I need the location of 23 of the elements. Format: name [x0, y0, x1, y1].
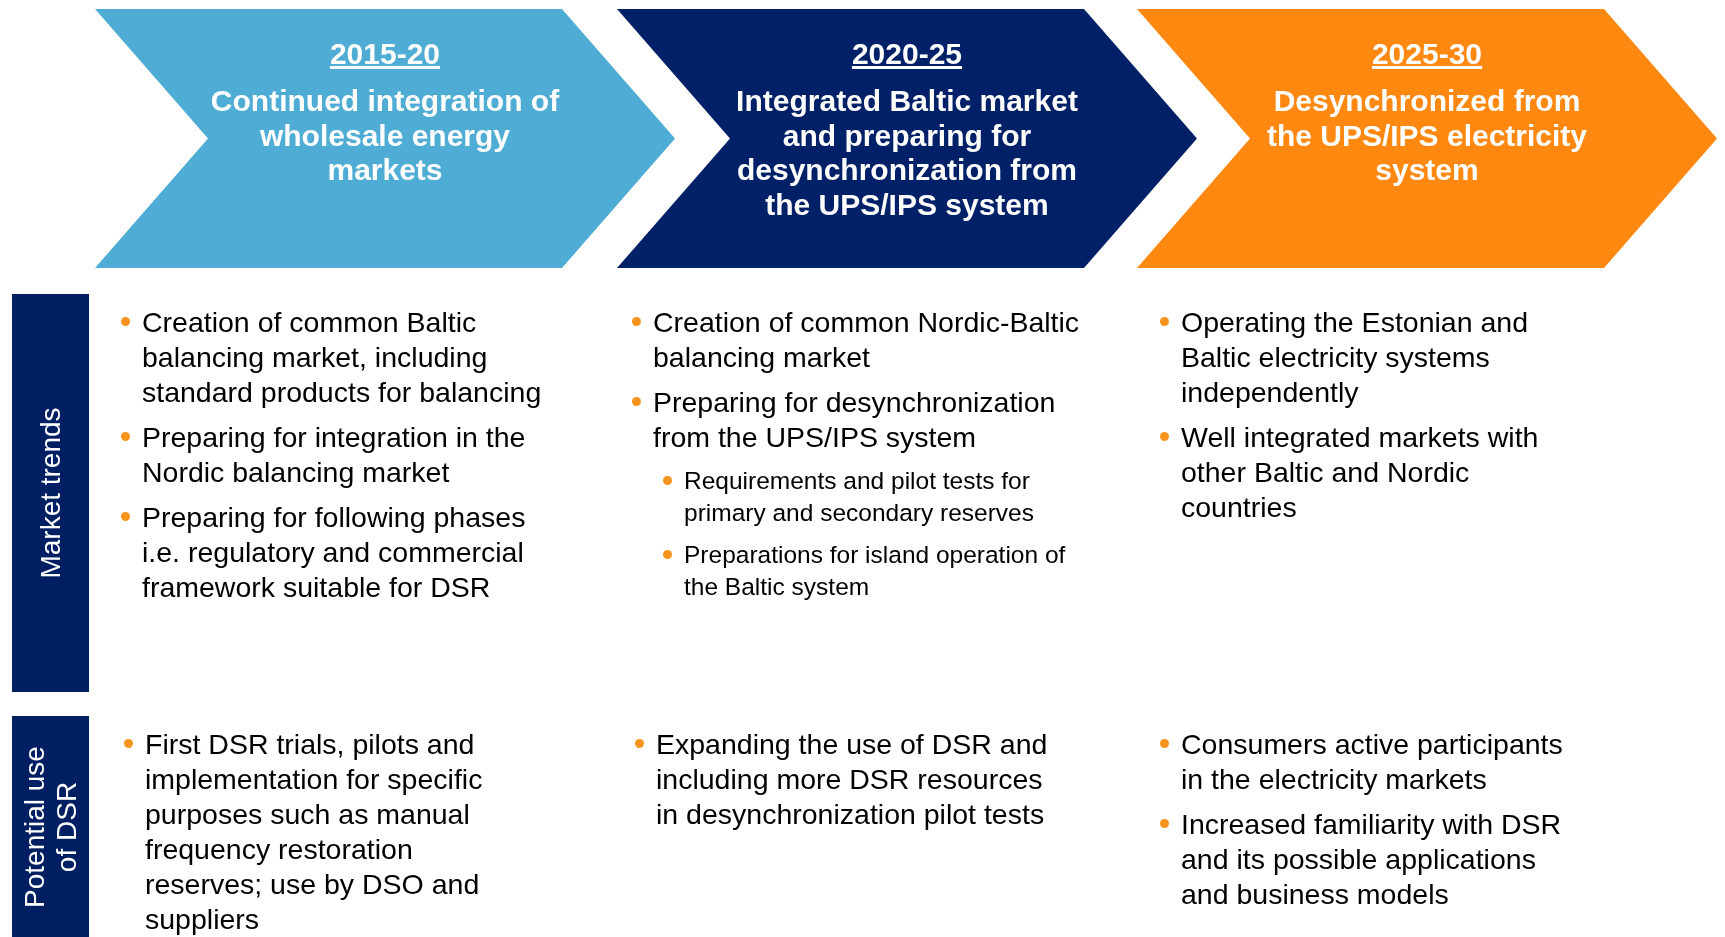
bullet-text: Preparing for desynchronization from the UPS/IPS system — [653, 385, 1057, 455]
period-heading: 2015-20 — [328, 37, 442, 71]
bullet-text: Creation of common Baltic balancing market, including standard products for balancing — [142, 305, 543, 410]
bullet-text: Expanding the use of DSR and including more DSR resources in desynchronization pilot tests — [656, 727, 1049, 832]
bullet-text: Well integrated markets with other Baltic and Nordic countries — [1181, 420, 1540, 525]
row-header-text: Market trends — [34, 406, 67, 581]
row-header-band — [12, 716, 89, 937]
bullet-text: Preparing for integration in the Nordic balancing market — [142, 420, 527, 490]
period-heading: 2020-25 — [850, 37, 964, 71]
bullet-text: Preparing for following phases i.e. regulatory and commercial framework suitable for DSR — [142, 500, 527, 605]
row-header-text: Potential use of DSR — [18, 744, 83, 910]
bullet-text: Preparations for island operation of the Baltic system — [684, 540, 1067, 602]
bullet-text: First DSR trials, pilots and implementation for specific purposes such as manual frequency restoration reserves; use by DSO and suppliers — [145, 727, 484, 937]
phase-title: Continued integration of wholesale energy markets — [209, 84, 561, 189]
bullet-text: Consumers active participants in the electricity markets — [1181, 727, 1564, 797]
bullet-text: Creation of common Nordic-Baltic balancing market — [653, 305, 1081, 375]
phase-title: Desynchronized from the UPS/IPS electricity system — [1265, 84, 1589, 189]
bullet-text: Increased familiarity with DSR and its possible applications and business models — [1181, 807, 1563, 912]
bullet-text: Requirements and pilot tests for primary and secondary reserves — [684, 466, 1035, 528]
row-header-band — [12, 294, 89, 692]
phase-title: Integrated Baltic market and preparing for desynchronization from the UPS/IPS system — [735, 84, 1079, 223]
period-heading: 2025-30 — [1370, 37, 1484, 71]
bullet-text: Operating the Estonian and Baltic electricity systems independently — [1181, 305, 1529, 410]
